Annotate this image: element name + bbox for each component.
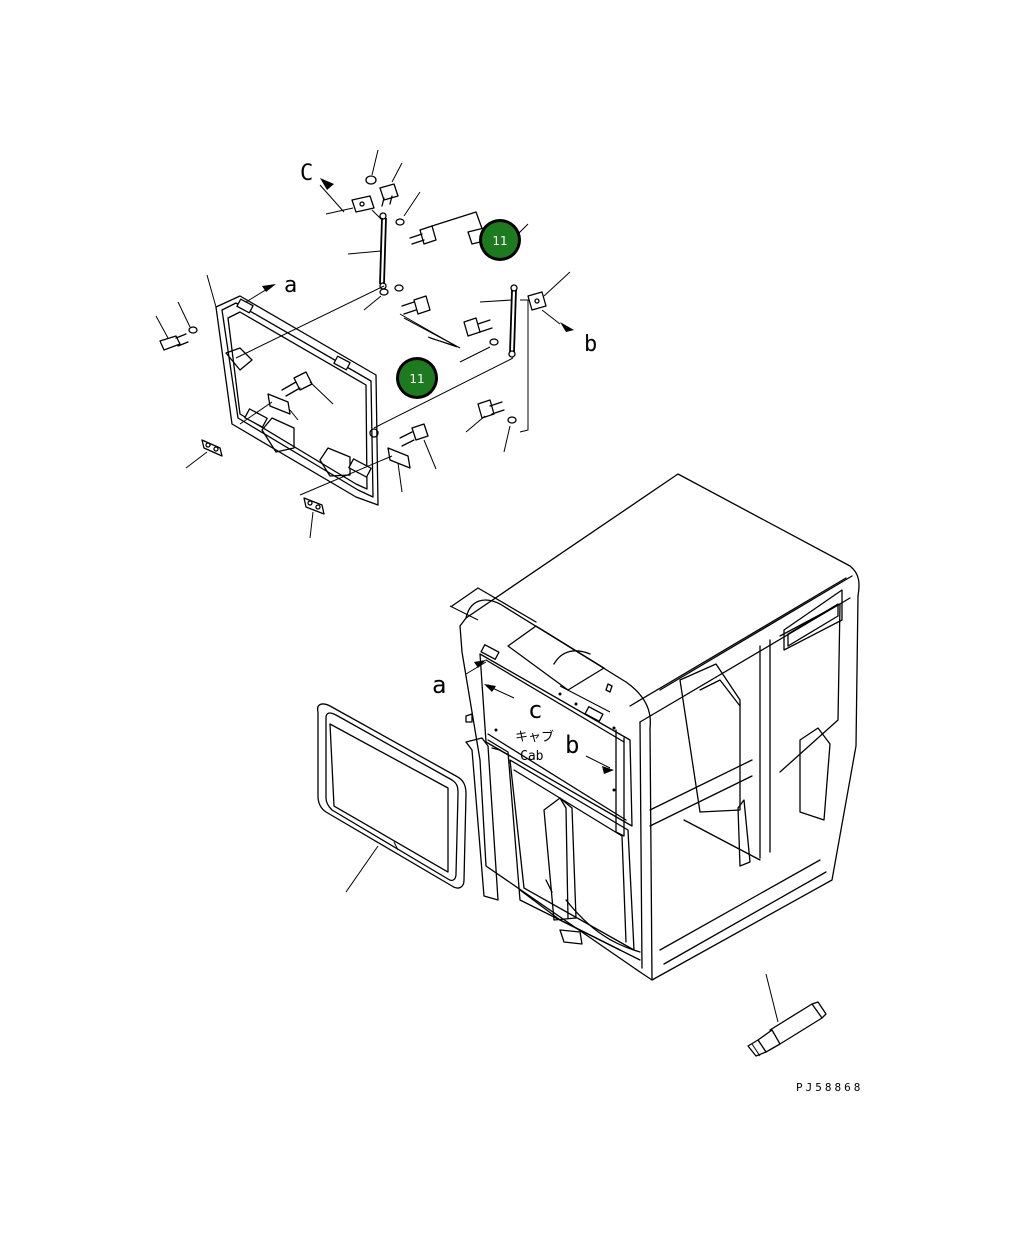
hinge-brackets [185, 393, 411, 539]
window-frame [206, 274, 379, 506]
label-c-top: C [300, 161, 313, 186]
label-a-top: a [284, 273, 297, 298]
callout-badge-1: 11 [479, 219, 521, 261]
callout-badge-2: 11 [396, 357, 438, 399]
right-stay-assembly: b a [235, 271, 597, 453]
cab-body [449, 473, 860, 981]
label-b-cab: b [565, 731, 579, 759]
upper-stay-assembly: C [300, 149, 485, 290]
svg-text:11: 11 [409, 372, 424, 386]
window-seal [316, 703, 467, 893]
middle-bolts [363, 223, 529, 363]
label-a-cab: a [432, 671, 446, 699]
cab-label-en: Cab [520, 749, 544, 764]
drawing-code: PJ58868 [796, 1081, 863, 1094]
adhesive-tube [747, 973, 827, 1057]
svg-text:11: 11 [492, 234, 507, 248]
label-b-top: b [584, 332, 597, 357]
left-bolts [155, 301, 437, 470]
cab-label-jp: キャブ [515, 729, 554, 745]
label-c-cab: c [528, 696, 542, 724]
